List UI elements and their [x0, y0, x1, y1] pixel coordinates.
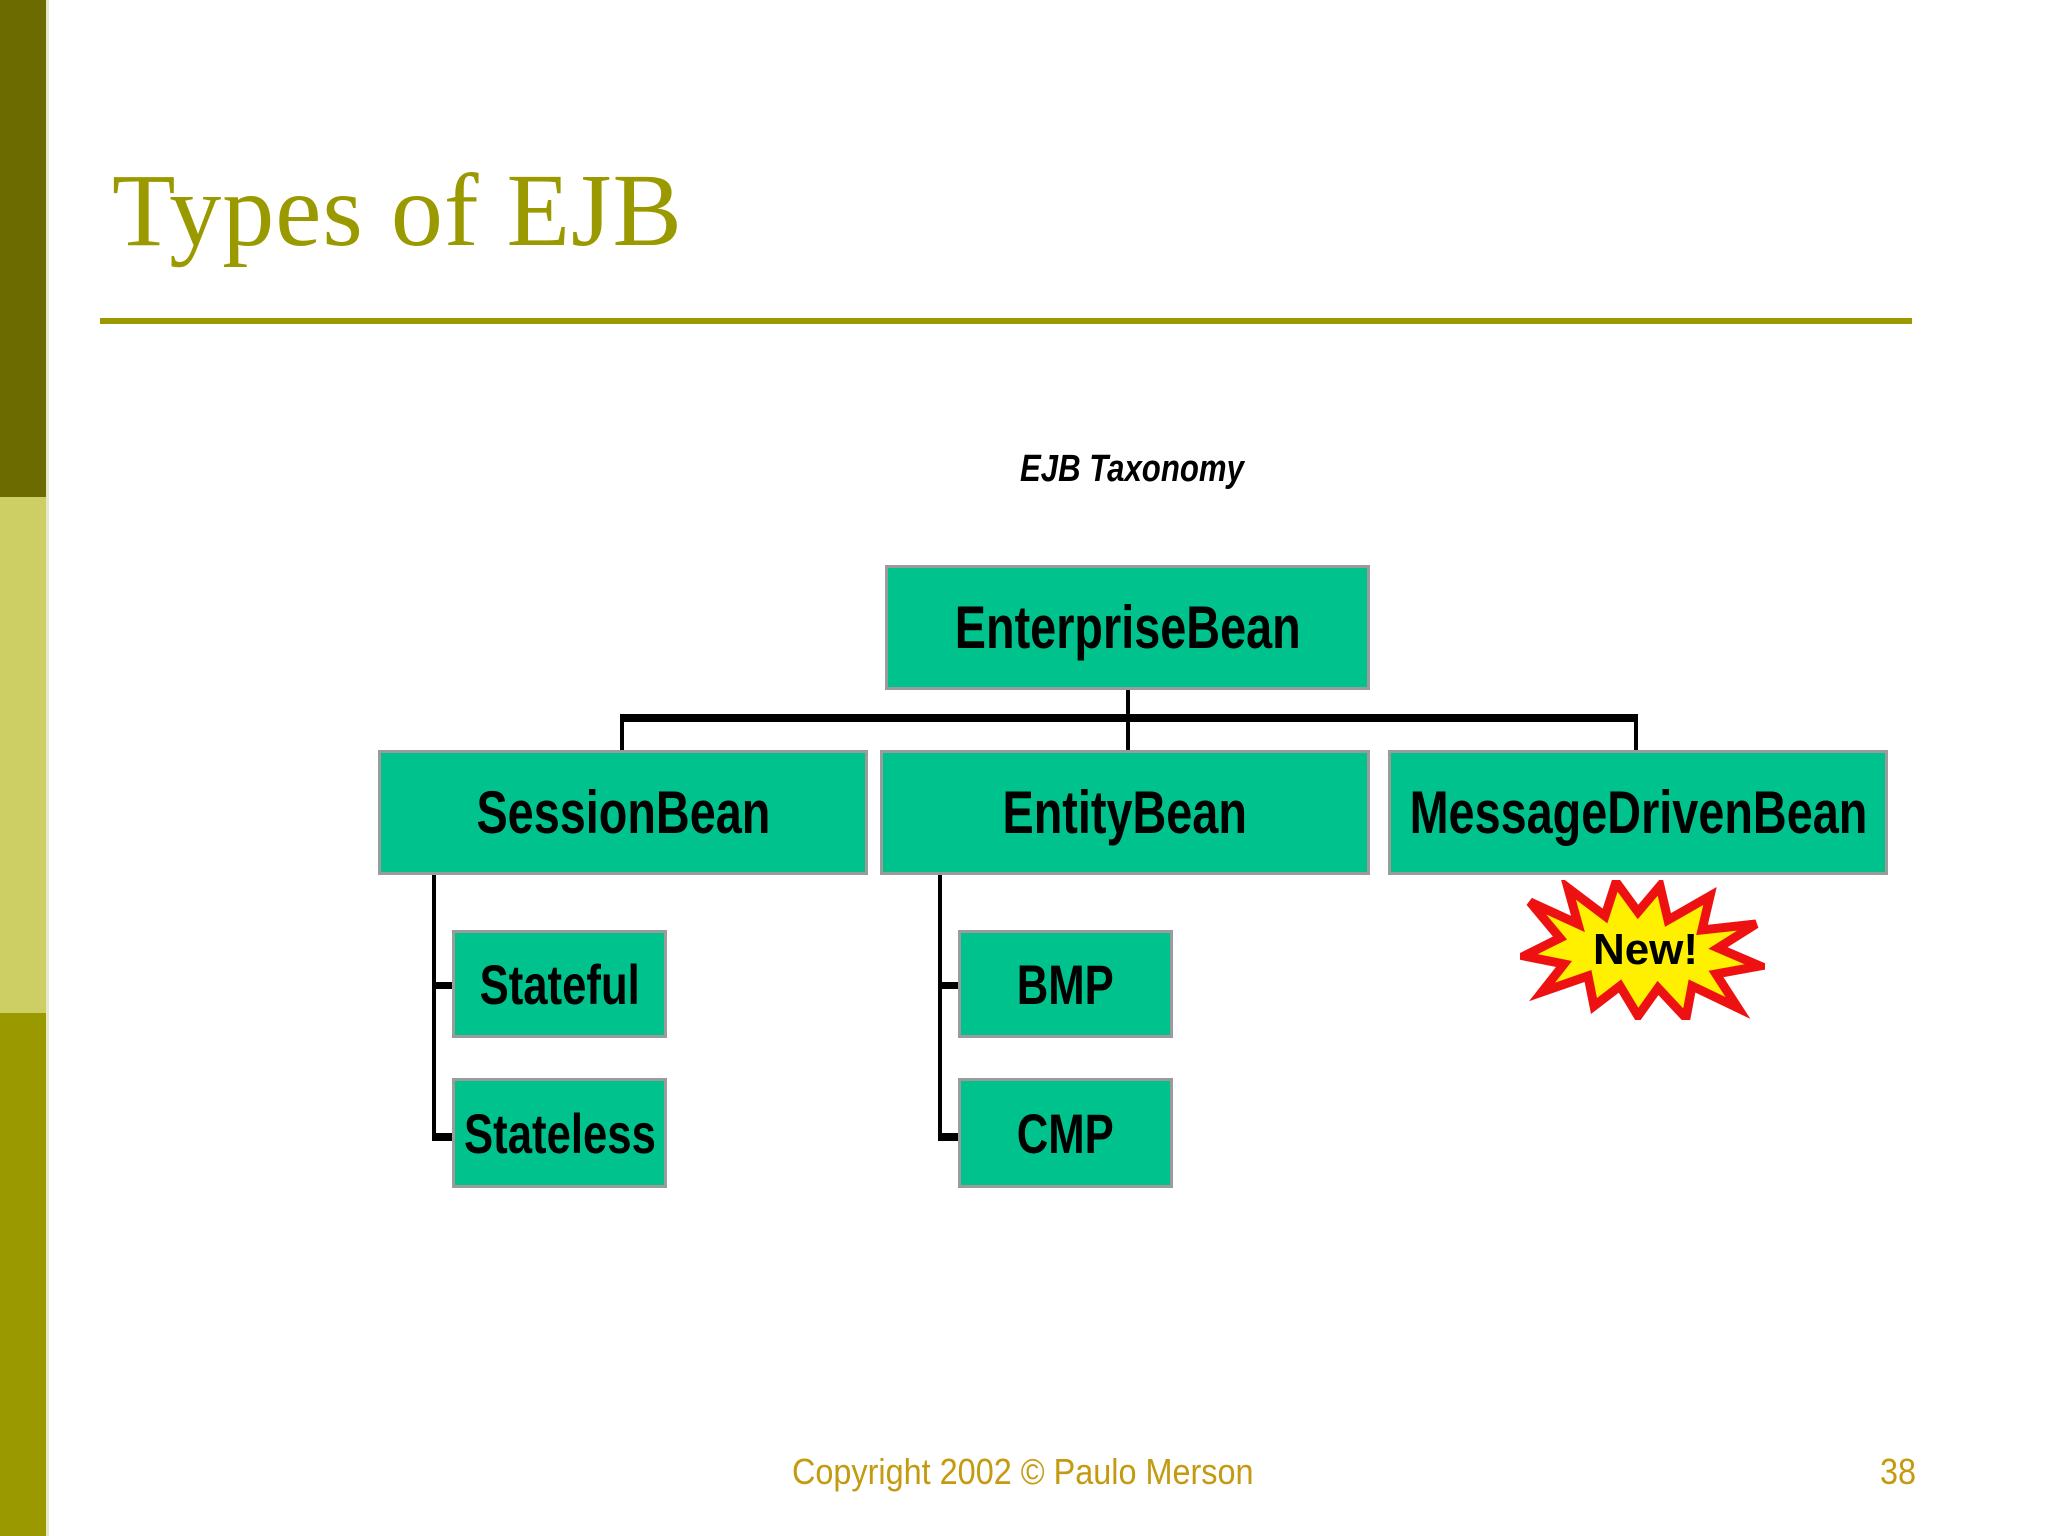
title-underline — [100, 318, 1912, 324]
diagram-caption: EJB Taxonomy — [1020, 448, 1244, 490]
new-badge-label: New! — [1592, 925, 1699, 974]
node-cmp: CMP — [958, 1078, 1173, 1188]
footer-copyright: Copyright 2002 © Paulo Merson — [792, 1451, 1254, 1492]
sidebar-divider — [46, 0, 49, 1536]
node-label-entitybean: EntityBean — [1002, 779, 1248, 846]
node-label-cmp: CMP — [1016, 1101, 1115, 1165]
node-label-sessionbean: SessionBean — [476, 779, 770, 846]
node-sessionbean: SessionBean — [378, 750, 868, 875]
node-messagedrivenbean: MessageDrivenBean — [1388, 750, 1888, 875]
node-label-bmp: BMP — [1016, 952, 1115, 1016]
node-bmp: BMP — [958, 930, 1173, 1038]
node-stateless: Stateless — [452, 1078, 667, 1188]
sidebar-decoration — [0, 0, 46, 1536]
connector-entitybean-cmp — [938, 1133, 962, 1141]
connector-entitybean-spine — [938, 875, 942, 1140]
slide-title: Types of EJB — [112, 153, 683, 268]
node-label-enterprisebean: EnterpriseBean — [954, 594, 1301, 661]
connector-drop-sessionbean — [620, 714, 624, 752]
node-stateful: Stateful — [452, 930, 667, 1038]
connector-root-horizontal — [620, 714, 1638, 722]
footer-page-number: 38 — [1880, 1451, 1917, 1492]
connector-root-stem — [1126, 690, 1130, 717]
node-label-stateless: Stateless — [463, 1101, 656, 1165]
starburst-icon — [1520, 880, 1765, 1020]
node-label-messagedrivenbean: MessageDrivenBean — [1409, 779, 1867, 846]
connector-sessionbean-stateless — [432, 1133, 456, 1141]
connector-sessionbean-spine — [432, 875, 436, 1140]
sidebar-band-top — [0, 0, 46, 497]
connector-entitybean-bmp — [938, 982, 962, 989]
connector-drop-messagedrivenbean — [1634, 714, 1638, 752]
sidebar-band-bottom — [0, 1013, 46, 1536]
node-enterprisebean: EnterpriseBean — [885, 565, 1370, 690]
sidebar-band-middle — [0, 497, 46, 1013]
node-entitybean: EntityBean — [880, 750, 1370, 875]
new-badge: New! — [1520, 880, 1765, 1020]
connector-drop-entitybean — [1126, 714, 1130, 752]
node-label-stateful: Stateful — [479, 952, 640, 1016]
connector-sessionbean-stateful — [432, 982, 456, 989]
